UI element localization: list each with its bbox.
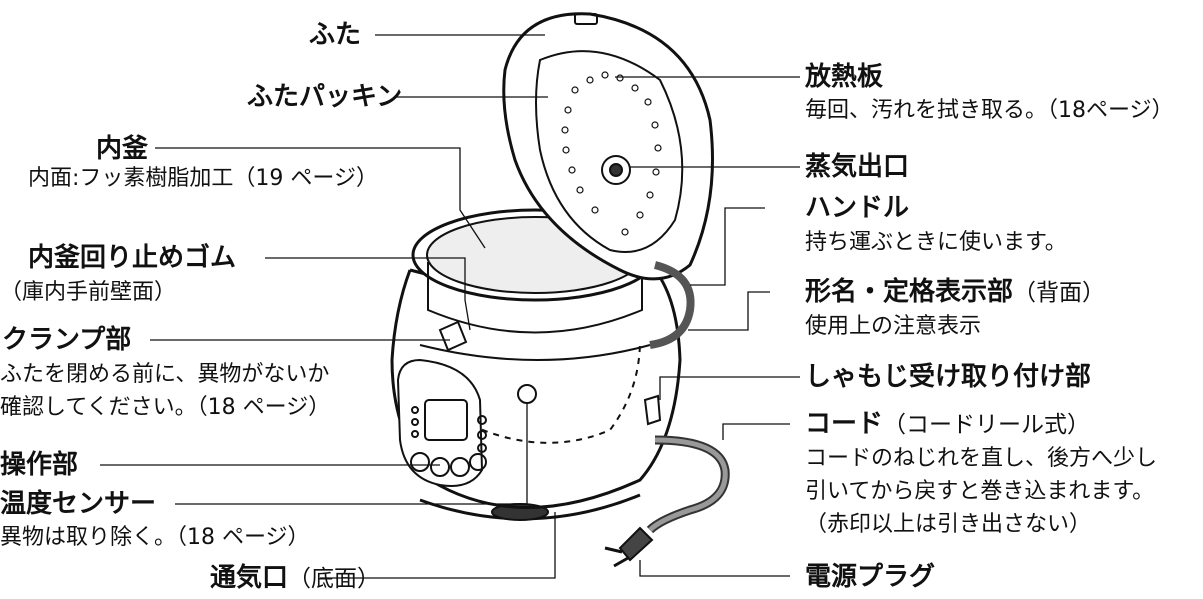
inner-pot-label: 内釜 <box>96 134 149 164</box>
vent-title: 通気口 <box>210 563 289 593</box>
inner-pot-desc: 内面:フッ素樹脂加工（19 ページ） <box>28 166 378 191</box>
cord-desc-1: コードのねじれを直し、後方へ少し <box>805 446 1158 471</box>
cord-title: コード <box>805 409 884 439</box>
vent-note: （底面） <box>288 566 381 592</box>
model-label-note: （背面） <box>1013 280 1106 306</box>
lid-gasket-label: ふたパッキン <box>247 82 403 112</box>
power-plug-label: 電源プラグ <box>805 562 936 592</box>
inner-pot-rubber-label: 内釜回り止めゴム <box>28 243 237 273</box>
paddle-holder-label: しゃもじ受け取り付け部 <box>805 362 1092 392</box>
handle-desc: 持ち運ぶときに使います。 <box>805 230 1067 255</box>
cord-desc-2: 引いてから戻すと巻き込まれます。 <box>805 479 1155 504</box>
control-panel-label: 操作部 <box>0 450 79 480</box>
model-label-title: 形名・定格表示部 <box>805 277 1014 307</box>
heat-plate-label: 放熱板 <box>805 62 884 92</box>
temp-sensor-desc: 異物は取り除く。（18 ページ） <box>0 525 310 550</box>
clamp-desc-2: 確認してください。（18 ページ） <box>0 395 331 420</box>
heat-plate-desc: 毎回、汚れを拭き取る。（18ページ） <box>805 98 1174 123</box>
cord-label: コード（コードリール式） <box>805 411 1090 437</box>
steam-outlet-label: 蒸気出口 <box>805 152 910 182</box>
power-plug-icon <box>604 526 654 568</box>
clamp-desc-1: ふたを閉める前に、異物がないか <box>0 362 330 387</box>
handle-label: ハンドル <box>805 193 910 223</box>
vent-label: 通気口（底面） <box>210 565 380 591</box>
clamp-label: クランプ部 <box>2 325 132 355</box>
inner-pot-rubber-desc: （庫内手前壁面） <box>0 280 177 305</box>
cord-desc-3: （赤印以上は引き出さない） <box>805 512 1092 537</box>
cord-note: （コードリール式） <box>883 412 1091 438</box>
model-label: 形名・定格表示部（背面） <box>805 279 1105 305</box>
lid-label: ふた <box>309 20 362 50</box>
model-label-desc: 使用上の注意表示 <box>805 314 982 339</box>
temp-sensor-label: 温度センサー <box>0 489 157 519</box>
